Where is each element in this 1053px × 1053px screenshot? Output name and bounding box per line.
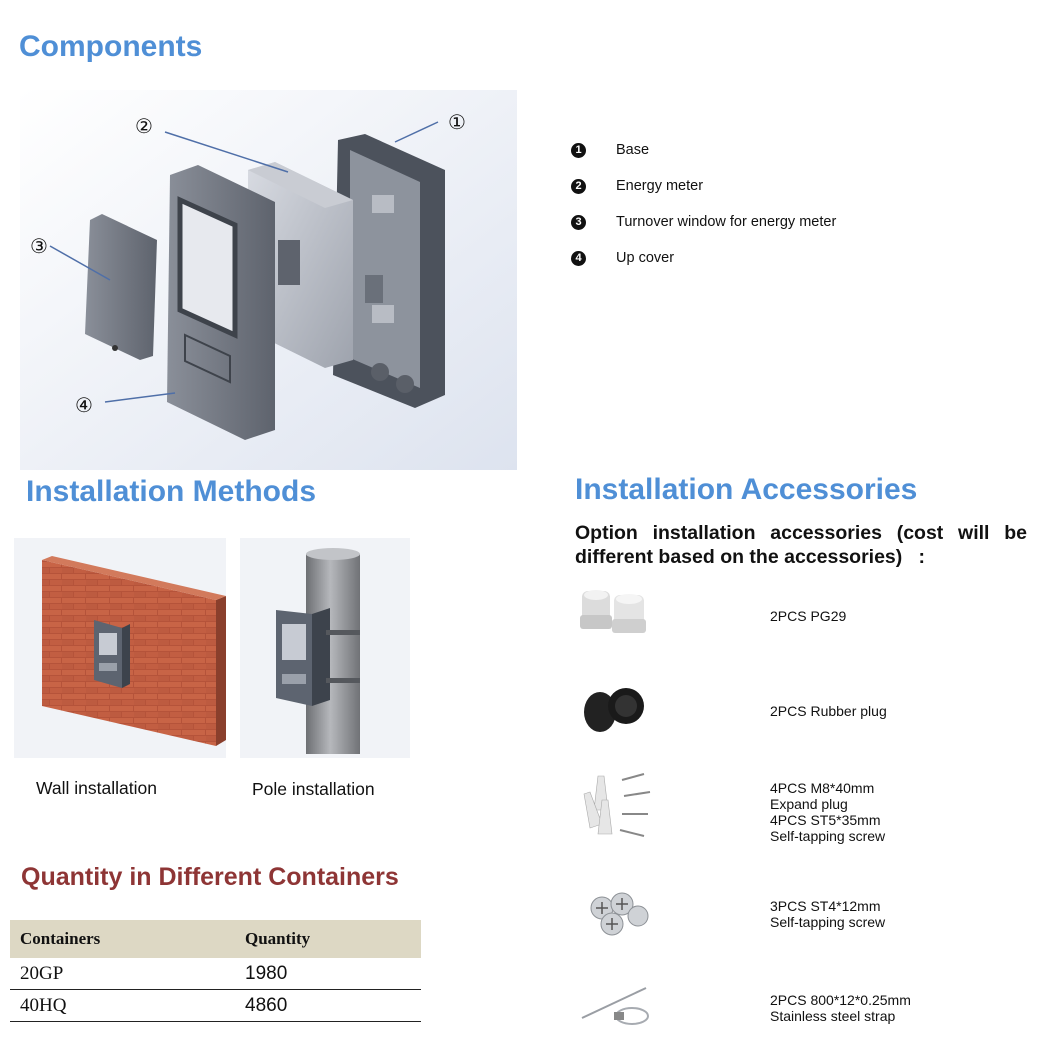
legend-label: Base: [616, 142, 650, 158]
legend-label: Up cover: [616, 250, 675, 266]
legend-label: Energy meter: [616, 178, 704, 194]
installation-accessories-title: Installation Accessories: [575, 473, 918, 506]
callout-4: ④: [75, 395, 93, 417]
quantity-cell: 4860: [235, 989, 421, 1022]
wall-installation-caption: Wall installation: [36, 778, 157, 798]
table-row: 40HQ 4860: [10, 989, 421, 1022]
option-accessories-note: Option installation accessories (cost wi…: [575, 522, 1027, 568]
components-title: Components: [19, 30, 203, 63]
legend-item-turnover-window: 3 Turnover window for energy meter: [571, 214, 836, 230]
legend-item-base: 1 Base: [571, 142, 649, 158]
wall-installation-image: [14, 538, 226, 758]
exploded-view-image: [20, 90, 517, 470]
callout-2: ②: [135, 116, 153, 138]
table-header-row: Containers Quantity: [10, 920, 421, 958]
container-cell: 40HQ: [10, 989, 235, 1022]
table-row: 20GP 1980: [10, 958, 421, 990]
quantity-cell: 1980: [235, 958, 421, 990]
cable-gland-image: [580, 590, 646, 633]
pole-installation-caption: Pole installation: [252, 779, 375, 799]
column-header: Quantity: [235, 920, 421, 958]
quantity-containers-title: Quantity in Different Containers: [21, 863, 399, 891]
callout-3: ③: [30, 236, 48, 258]
legend-label: Turnover window for energy meter: [616, 214, 837, 230]
legend-number: 2: [571, 178, 586, 194]
expand-plug-screw-image: [583, 773, 651, 837]
legend-number: 3: [571, 214, 586, 230]
accessory-label: 4PCS M8*40mm Expand plug 4PCS ST5*35mm S…: [770, 780, 886, 844]
self-tapping-screw-image: [590, 892, 649, 936]
container-cell: 20GP: [10, 958, 235, 990]
containers-table: Containers Quantity 20GP 1980 40HQ 4860: [10, 920, 421, 1022]
callout-1: ①: [448, 112, 466, 134]
legend-item-energy-meter: 2 Energy meter: [571, 178, 703, 194]
accessory-label: 2PCS Rubber plug: [770, 703, 887, 719]
rubber-plug-image: [584, 688, 644, 732]
column-header: Containers: [10, 920, 235, 958]
installation-methods-title: Installation Methods: [26, 475, 317, 508]
legend-item-up-cover: 4 Up cover: [571, 250, 674, 266]
legend-number: 1: [571, 142, 586, 158]
accessory-label: 2PCS PG29: [770, 608, 847, 624]
steel-strap-image: [581, 987, 649, 1025]
legend-number: 4: [571, 250, 586, 266]
pole-installation-image: [240, 538, 410, 758]
accessory-label: 2PCS 800*12*0.25mm Stainless steel strap: [770, 992, 911, 1024]
accessory-label: 3PCS ST4*12mm Self-tapping screw: [770, 898, 886, 930]
